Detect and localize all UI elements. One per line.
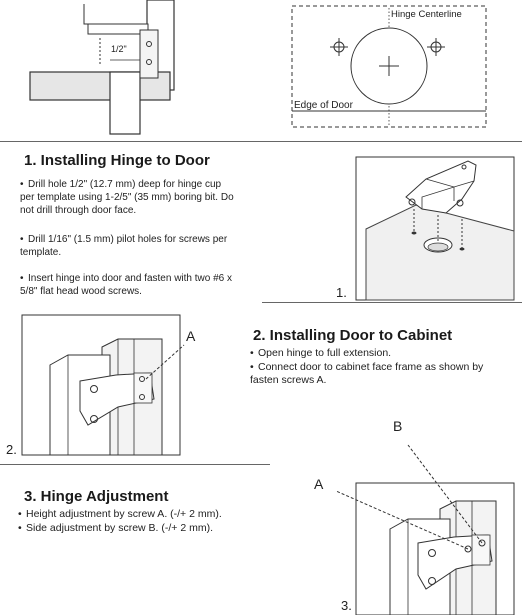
section3-bullet-1-text: Height adjustment by screw A. (-/+ 2 mm)…: [26, 508, 222, 520]
hinge-screw-2: [146, 59, 152, 65]
section1-bullet-1: •Drill hole 1/2" (12.7 mm) deep for hing…: [20, 179, 234, 216]
cabinet-stile: [109, 71, 141, 135]
screw-b: [478, 539, 486, 547]
drilling-template-diagram: [291, 5, 487, 128]
figure-3-callout-a: A: [314, 476, 324, 492]
section3-bullet-2: •Side adjustment by screw B. (-/+ 2 mm).: [18, 522, 214, 534]
section3-title: 3. Hinge Adjustment: [24, 488, 169, 505]
figure-1-number: 1.: [336, 285, 347, 300]
section1-bullet-1-text: Drill hole 1/2" (12.7 mm) deep for hinge…: [20, 179, 234, 216]
section3-bullet-2-text: Side adjustment by screw B. (-/+ 2 mm).: [26, 522, 214, 534]
figure-2-callout-a: A: [186, 328, 196, 344]
hinge-arm: [87, 23, 149, 35]
figure-3-hinge-adjustment: [335, 444, 515, 615]
section2-bullet-1-text: Open hinge to full extension.: [258, 347, 392, 359]
section2-bullet-2-text: Connect door to cabinet face frame as sh…: [250, 361, 484, 386]
section2-bullet-2: •Connect door to cabinet face frame as s…: [250, 361, 484, 386]
callout-b-line: [407, 444, 483, 544]
callout-a-line-3: [335, 490, 469, 550]
figure-3-callout-b: B: [393, 418, 403, 434]
side-view-measure-label: 1/2": [111, 44, 127, 54]
section1-bullet-2: •Drill 1/16" (1.5 mm) pilot holes for sc…: [20, 234, 228, 258]
hinge-plate: [139, 29, 159, 79]
section1-bullet-2-text: Drill 1/16" (1.5 mm) pilot holes for scr…: [20, 234, 228, 258]
section2-title: 2. Installing Door to Cabinet: [253, 327, 453, 344]
side-view-diagram: [29, 0, 175, 135]
divider-section1: [262, 302, 522, 303]
hinge-screw-1: [146, 41, 152, 47]
template-outline: [291, 5, 487, 128]
screw-a: [464, 545, 472, 553]
divider-top: [0, 141, 522, 142]
figure-1-hinge-insert: [355, 156, 515, 301]
frame-corner: [83, 4, 98, 25]
hinge-centerline-label: Hinge Centerline: [391, 9, 462, 20]
section1-bullet-3: •Insert hinge into door and fasten with …: [20, 273, 233, 297]
figure-2-door-to-cabinet: [21, 314, 185, 456]
section1-title: 1. Installing Hinge to Door: [24, 152, 210, 169]
section3-bullet-1: •Height adjustment by screw A. (-/+ 2 mm…: [18, 508, 222, 520]
door-surface: [365, 204, 515, 301]
divider-section2: [0, 464, 270, 465]
section1-bullet-3-text: Insert hinge into door and fasten with t…: [20, 273, 233, 297]
pilot-left: [411, 231, 417, 235]
figure-2-number: 2.: [6, 442, 17, 457]
callout-a-line: [145, 344, 185, 380]
section2-bullet-1: •Open hinge to full extension.: [250, 347, 392, 359]
edge-of-door-label: Edge of Door: [294, 100, 353, 111]
figure-3-number: 3.: [341, 598, 352, 613]
